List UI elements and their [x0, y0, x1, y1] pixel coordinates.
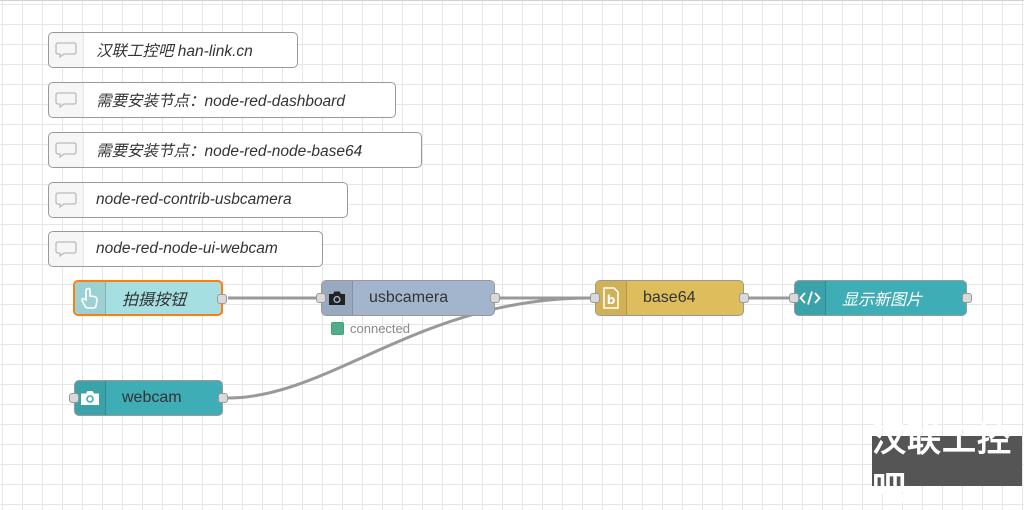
comment-node[interactable]: node-red-node-ui-webcam: [48, 231, 323, 267]
comment-text: node-red-contrib-usbcamera: [96, 191, 292, 208]
status-dot: [331, 322, 344, 335]
hand-pointer-icon: [75, 282, 106, 314]
button-node[interactable]: 拍摄按钮: [73, 280, 227, 316]
comment-node[interactable]: node-red-contrib-usbcamera: [48, 182, 348, 218]
output-port[interactable]: [217, 294, 227, 304]
camera-icon: [75, 381, 106, 415]
flow-wires: [227, 296, 789, 400]
comment-node[interactable]: 需要安装节点：node-red-node-base64: [48, 132, 422, 168]
input-port[interactable]: [316, 293, 326, 303]
comment-icon: [49, 33, 84, 67]
comment-text: 汉联工控吧 han-link.cn: [96, 43, 253, 60]
comment-node[interactable]: 汉联工控吧 han-link.cn: [48, 32, 298, 68]
status-text: connected: [350, 321, 410, 336]
input-port[interactable]: [69, 393, 79, 403]
canvas-top-border: [0, 0, 1024, 1]
node-label: 显示新图片: [842, 292, 923, 309]
base64-file-icon: b: [596, 281, 627, 315]
node-status: connected: [331, 321, 410, 336]
comment-icon: [49, 183, 84, 217]
output-port[interactable]: [739, 293, 749, 303]
comment-text: 需要安装节点：node-red-dashboard: [96, 93, 345, 110]
comment-icon: [49, 83, 84, 117]
node-label: webcam: [122, 389, 182, 406]
comment-icon: [49, 232, 84, 266]
base64-node[interactable]: b base64: [590, 280, 749, 316]
comment-node[interactable]: 需要安装节点：node-red-dashboard: [48, 82, 396, 118]
node-label: 拍摄按钮: [122, 292, 187, 309]
node-label: usbcamera: [369, 289, 449, 306]
output-port[interactable]: [962, 293, 972, 303]
usbcamera-node[interactable]: usbcamera: [316, 280, 500, 316]
node-label: base64: [643, 289, 696, 306]
watermark-logo: 汉联工控吧: [872, 420, 1022, 509]
output-port[interactable]: [218, 393, 228, 403]
webcam-node[interactable]: webcam: [69, 380, 228, 416]
input-port[interactable]: [590, 293, 600, 303]
input-port[interactable]: [789, 293, 799, 303]
camera-icon: [322, 281, 353, 315]
code-icon: [795, 281, 826, 315]
comment-icon: [49, 133, 84, 167]
svg-text:b: b: [607, 293, 616, 307]
comment-text: node-red-node-ui-webcam: [96, 240, 278, 257]
output-port[interactable]: [490, 293, 500, 303]
template-node[interactable]: 显示新图片: [789, 280, 972, 316]
wire-webcam-base64[interactable]: [227, 296, 591, 400]
comment-text: 需要安装节点：node-red-node-base64: [96, 143, 363, 160]
